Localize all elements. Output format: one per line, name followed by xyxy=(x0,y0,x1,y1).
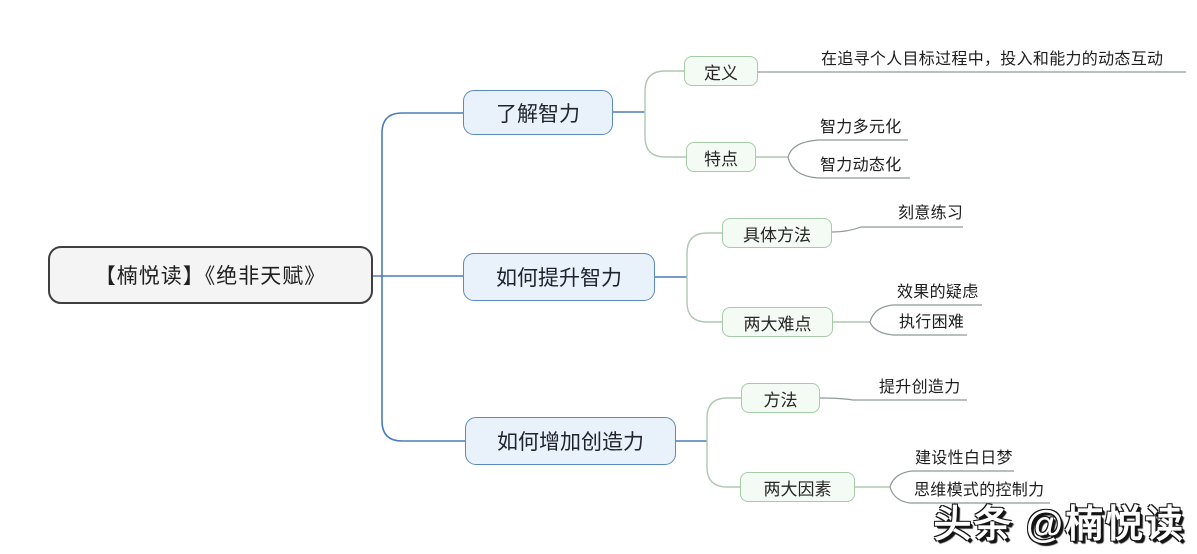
leaf-mindset-control[interactable]: 思维模式的控制力 xyxy=(914,482,1045,499)
edge-branch2-difficulties xyxy=(686,277,722,323)
leaf-effect-doubt[interactable]: 效果的疑虑 xyxy=(897,284,979,301)
leaf-line-dynamic xyxy=(787,156,910,179)
leaf-intelligence-diverse[interactable]: 智力多元化 xyxy=(820,119,902,136)
leaf-line-daydream xyxy=(889,470,1014,488)
leaf-line-mindset xyxy=(889,486,1050,504)
subnode-method[interactable]: 方法 xyxy=(741,383,820,413)
leaf-execution-difficulty[interactable]: 执行困难 xyxy=(899,314,965,331)
leaf-deliberate-practice[interactable]: 刻意练习 xyxy=(898,205,964,222)
root-node[interactable]: 【楠悦读】《绝非天赋》 xyxy=(48,246,373,304)
subnode-two-difficulties[interactable]: 两大难点 xyxy=(722,307,833,337)
subnode-two-factors[interactable]: 两大因素 xyxy=(740,472,855,502)
toutiao-watermark: 头条 @楠悦读 xyxy=(933,504,1185,546)
leaf-line-boost xyxy=(819,397,967,401)
leaf-constructive-daydream[interactable]: 建设性白日梦 xyxy=(915,450,1013,467)
edge-branch3-factors xyxy=(706,441,740,488)
leaf-line-execution xyxy=(869,321,967,336)
edge-root-branch1 xyxy=(381,112,463,276)
edge-branch3-method xyxy=(706,397,741,441)
leaf-dynamic-interaction[interactable]: 在追寻个人目标过程中，投入和能力的动态互动 xyxy=(821,51,1164,68)
edge-branch2-methods xyxy=(686,232,722,277)
leaf-line-multi xyxy=(787,139,908,158)
branch-improve-intelligence[interactable]: 如何提升智力 xyxy=(463,253,655,301)
edge-root-branch3 xyxy=(381,276,465,442)
leaf-line-doubt xyxy=(869,304,982,323)
edge-branch1-def xyxy=(644,70,684,112)
leaf-boost-creativity[interactable]: 提升创造力 xyxy=(879,379,961,396)
edge-branch1-feat xyxy=(644,112,686,158)
subnode-definition[interactable]: 定义 xyxy=(684,56,758,86)
subnode-specific-methods[interactable]: 具体方法 xyxy=(722,218,832,248)
leaf-line-practice xyxy=(831,226,963,233)
branch-increase-creativity[interactable]: 如何增加创造力 xyxy=(465,417,676,465)
branch-understand-intelligence[interactable]: 了解智力 xyxy=(463,90,613,135)
leaf-intelligence-dynamic[interactable]: 智力动态化 xyxy=(820,157,902,174)
subnode-features[interactable]: 特点 xyxy=(686,142,756,172)
